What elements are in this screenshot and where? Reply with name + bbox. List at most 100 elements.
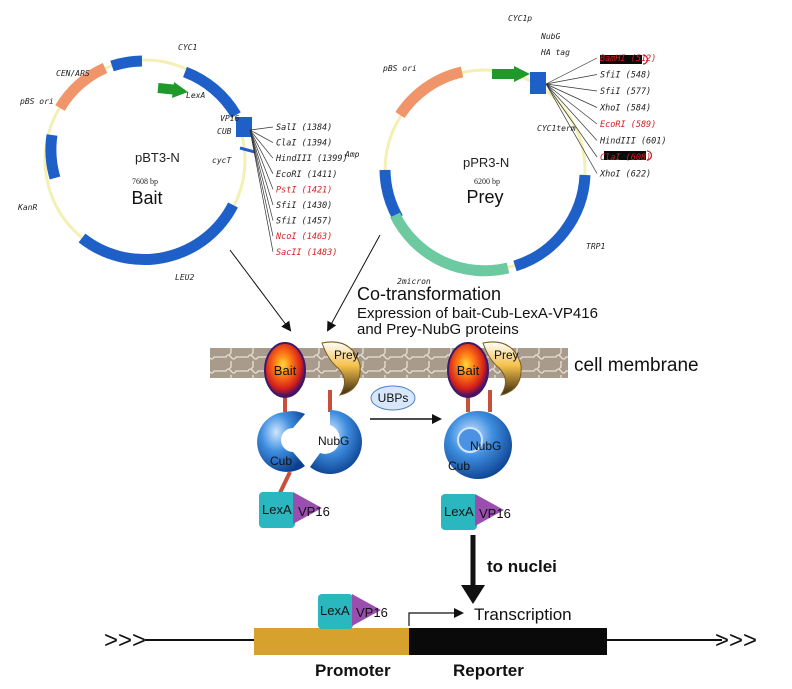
prey-site-leader (545, 83, 598, 141)
prey-site-leader (545, 83, 598, 158)
bait-plasmid-size: 7608 bp (132, 177, 158, 186)
prey-feat-cyc1p: CYC1p (508, 14, 532, 23)
bait-feat-cyct: cycT (212, 156, 232, 165)
prey-restriction-site: SfiI (548) (600, 71, 651, 81)
prey-plasmid-name: pPR3-N (463, 155, 509, 170)
prey-feat-trp1: TRP1 (586, 242, 605, 251)
complex-before: Bait Prey Cub NubG LexA VP16 (257, 341, 362, 528)
prey-feat-2micron: 2micron (397, 277, 431, 286)
prey-to-cell-arrow (327, 234, 381, 332)
bait-site-leader (249, 129, 274, 221)
nubg-protein-left (310, 410, 362, 474)
prey-cyc1p-arrowhead (514, 66, 530, 82)
bait-cyct-mark (239, 146, 256, 154)
bait-restriction-site: ClaI (1394) (276, 139, 332, 149)
vp16-triangle-right (475, 494, 504, 526)
to-nuclei-arrowhead (461, 585, 485, 604)
cub-label-right: Cub (448, 459, 470, 473)
prey-feat-hatag: HA tag (540, 48, 570, 57)
cell-membrane-label: cell membrane (574, 355, 699, 376)
prey-feat-nubg: NubG (540, 32, 560, 41)
prey-plasmid-label: Prey (466, 187, 503, 207)
bait-restriction-site: SfiI (1457) (276, 217, 332, 227)
expression-line1: Expression of bait-Cub-LexA-VP416 (357, 305, 598, 322)
bait-feat-vp16: VP16 (220, 114, 239, 123)
vp16-label-right: VP16 (479, 506, 511, 521)
nubg-label-right: NubG (470, 439, 501, 453)
bait-restriction-site: SalI (1384) (276, 123, 332, 133)
bait-feat-lexa: LexA (186, 91, 205, 100)
prey-restriction-site: XhoI (622) (599, 170, 651, 180)
vp16-label-left: VP16 (298, 504, 330, 519)
prey-feat-amp: Amp (344, 150, 360, 159)
prey-site-leader (545, 83, 598, 92)
bait-restriction-site: PstI (1421) (276, 185, 332, 195)
expression-line2: and Prey-NubG proteins (357, 321, 519, 338)
lexa-box-right (441, 494, 477, 530)
prey-site-leader (545, 83, 598, 125)
bait-feat-pbs-ori: pBS ori (19, 97, 54, 106)
cotransformation-title: Co-transformation (357, 284, 501, 304)
bait-protein-right (447, 342, 489, 398)
prey-site-leader (545, 74, 598, 85)
prey-mcs-insert-top (600, 55, 642, 64)
bait-feat-cub: CUB (217, 127, 232, 136)
prey-restriction-site: EcoRI (589) (600, 120, 656, 130)
bait-site-leader (249, 129, 274, 237)
lexa-box-left (259, 492, 295, 528)
vp16-triangle-bound (352, 594, 381, 626)
bait-plasmid: CEN/ARS CYC1 LexA VP16 CUB cycT pBS ori … (17, 43, 348, 282)
bait-site-leader (249, 129, 274, 252)
bait-site-leader (249, 129, 274, 190)
bait-site-leader (249, 129, 274, 159)
reporter-construct: >>> >>> Promoter Reporter Transcription … (104, 594, 757, 680)
transcription-label: Transcription (474, 605, 572, 624)
prey-2micron-arc (390, 212, 510, 277)
prey-restriction-site: HindIII (601) (599, 137, 667, 147)
bait-restriction-site: NcoI (1463) (275, 232, 332, 242)
vp16-label-bound: VP16 (356, 605, 388, 620)
bait-leu2-arc (78, 202, 238, 265)
promoter-box (254, 628, 409, 655)
prey-restriction-site: XhoI (584) (599, 104, 651, 114)
lexa-label-right: LexA (444, 504, 474, 519)
bait-site-leader (249, 129, 274, 143)
ubps-ellipse (370, 385, 416, 411)
dna-left-chevrons: >>> (104, 627, 146, 654)
prey-restriction-sites: BamHI (512)SfiI (548)SfiI (577)XhoI (584… (545, 54, 667, 180)
bait-restriction-site: SfiI (1430) (276, 201, 332, 211)
bait-label-right: Bait (457, 363, 480, 378)
bait-site-leader (249, 129, 274, 206)
prey-plasmid: CYC1p NubG HA tag pBS ori CYC1term Amp 2… (344, 14, 667, 286)
cub-protein-left (257, 411, 305, 472)
bait-plasmid-name: pBT3-N (135, 150, 180, 165)
bait-pbs-ori-arc (55, 62, 108, 111)
bait-cub-block (236, 117, 252, 137)
bait-lexa-arc (182, 66, 241, 118)
to-nuclei-label: to nuclei (487, 557, 557, 576)
prey-pbs-ori-arc (395, 66, 464, 119)
bait-cyc1-arrowhead (172, 82, 188, 98)
reassembled-ubiquitin-core (457, 427, 483, 453)
bait-plasmid-label: Bait (131, 188, 162, 208)
bait-site-leader (249, 126, 274, 131)
lexa-box-bound (318, 594, 353, 629)
prey-label-left: Prey (334, 348, 359, 362)
prey-site-leader (545, 57, 598, 85)
bait-feat-leu2: LEU2 (175, 273, 194, 282)
bait-restriction-site: SacII (1483) (276, 248, 337, 258)
nubg-label-left: NubG (318, 434, 349, 448)
prey-restriction-site: ClaI (608) (600, 153, 651, 163)
prey-nubg-block (530, 72, 546, 94)
complex-after: Bait Prey NubG Cub LexA VP16 (441, 341, 522, 530)
prey-mcs-insert-bottom (604, 151, 646, 160)
prey-plasmid-size: 6200 bp (474, 177, 500, 186)
lexa-label-bound: LexA (320, 603, 350, 618)
prey-mcs-insert-bottom-end (646, 150, 653, 161)
prey-label-right: Prey (494, 348, 519, 362)
cub-label-left: Cub (270, 454, 292, 468)
bait-cen-ars-arc (110, 55, 143, 72)
prey-feat-pbs-ori: pBS ori (382, 64, 417, 73)
bait-feat-kanr: KanR (17, 203, 37, 212)
bait-restriction-sites: SalI (1384)ClaI (1394)HindIII (1399)EcoR… (249, 123, 348, 258)
